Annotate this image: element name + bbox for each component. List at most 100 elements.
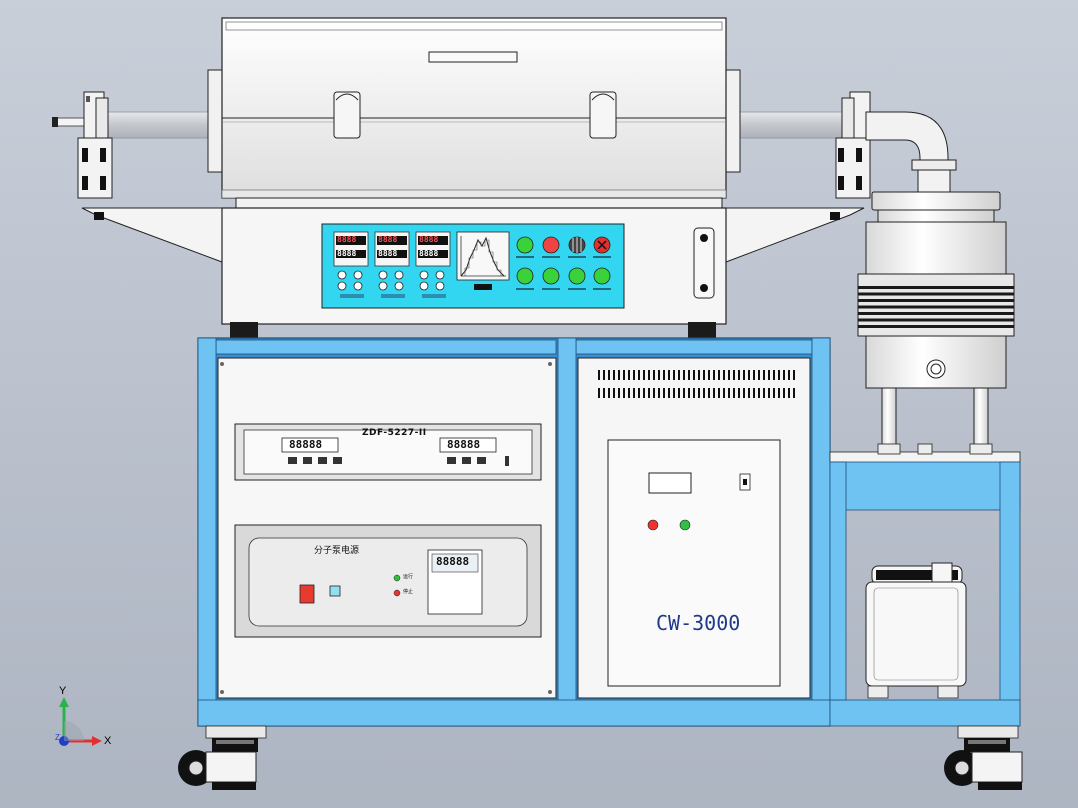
bellows-ring [858,325,1014,328]
axis-x-label: X [104,735,112,747]
vent-slot [678,388,680,398]
temp-subdisplay-2: 8888 [378,249,398,258]
vent-slot [658,388,660,398]
vent-slot [618,370,620,380]
pump-controller-title: 分子泵电源 [314,546,360,556]
vent-slot [728,388,730,398]
pump-status-run: 运行 [403,574,414,580]
vent-slot [748,370,750,380]
vent-slot [738,370,740,380]
right-flange [835,91,871,199]
vent-slot [733,388,735,398]
temp-display-1: 8888 [337,235,357,244]
vent-slot [763,388,765,398]
vent-slot [788,370,790,380]
axis-triad: Y X Z [50,685,120,755]
bellows-ring [858,292,1014,296]
caster-left [178,725,267,790]
vent-slot [653,370,655,380]
molecular-pump [857,191,1015,455]
vent-slot [783,388,785,398]
vent-slot [698,388,700,398]
vent-slot [668,370,670,380]
fore-pump [865,562,967,699]
vent-slot [663,388,665,398]
vent-slot [793,388,795,398]
vent-slot [603,370,605,380]
vent-slot [598,388,600,398]
vent-slot [713,370,715,380]
vent-slot [753,370,755,380]
vent-slot [633,388,635,398]
vent-slot [733,370,735,380]
vent-slot [783,370,785,380]
vent-slot [773,388,775,398]
vent-slot [718,370,720,380]
vent-slot [698,370,700,380]
vent-slot [613,370,615,380]
chiller-power-switch[interactable] [740,474,750,490]
vent-slots [598,370,795,398]
pump-status-stop: 停止 [403,589,414,595]
vent-slot [728,370,730,380]
vent-slot [623,370,625,380]
vacuum-gauge-controller [234,423,542,481]
temp-controller-2 [374,231,410,298]
vent-slot [638,370,640,380]
bellows-ring [858,318,1014,322]
vent-slot [673,370,675,380]
vent-slot [683,388,685,398]
vent-slot [643,370,645,380]
vent-slot [693,370,695,380]
bellows-ring [858,299,1014,302]
vacuum-controller-model: ZDF-5227-II [362,428,427,438]
pump-start-button[interactable] [330,586,340,596]
pump-display: 88888 [436,555,470,568]
vent-slot [648,370,650,380]
chiller-start-button[interactable] [680,520,690,530]
vent-slot [693,388,695,398]
chiller-stop-button[interactable] [648,520,658,530]
vent-slot [758,388,760,398]
axis-y-label: Y [59,685,67,697]
vent-slot [778,370,780,380]
vent-slot [703,388,705,398]
vent-slot [603,388,605,398]
vent-slot [703,370,705,380]
indicator-lamps [516,236,611,290]
vent-slot [628,388,630,398]
vent-slot [688,388,690,398]
vent-slot [608,388,610,398]
vent-slot [678,370,680,380]
vent-slot [668,388,670,398]
temp-controller-1 [333,231,369,298]
vent-slot [613,388,615,398]
chiller-model-label: CW-3000 [656,611,741,635]
vent-slot [788,388,790,398]
caster-right [944,725,1023,790]
vent-slot [768,388,770,398]
vent-slot [778,388,780,398]
vent-slot [653,388,655,398]
vent-slot [688,370,690,380]
vent-slot [748,388,750,398]
vent-slot [628,370,630,380]
vent-slot [658,370,660,380]
vent-slot [758,370,760,380]
pump-power-switch[interactable] [300,585,314,603]
vent-slot [648,388,650,398]
vent-slot [793,370,795,380]
vent-slot [608,370,610,380]
vent-slot [638,388,640,398]
temp-controller-3 [415,231,451,298]
vent-slot [763,370,765,380]
vent-slot [708,388,710,398]
vent-slot [598,370,600,380]
vent-slot [713,388,715,398]
vent-slot [623,388,625,398]
vent-slot [618,388,620,398]
vent-slot [723,388,725,398]
chiller-unit [577,357,811,699]
